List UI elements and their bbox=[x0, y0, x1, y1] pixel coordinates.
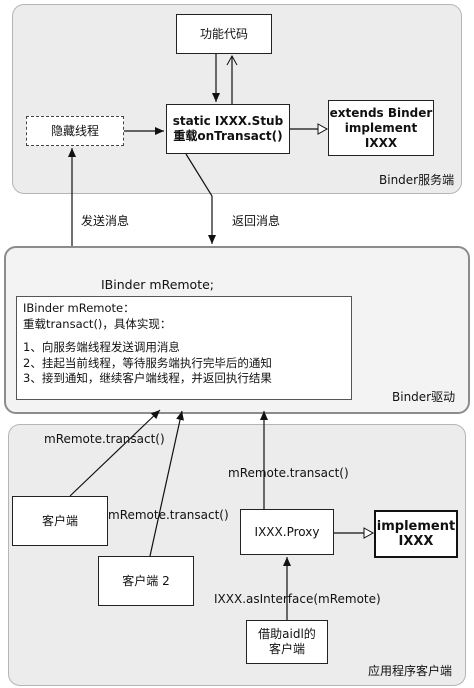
function-code-box: 功能代码 bbox=[176, 14, 272, 54]
stub-line1: static IXXX.Stub bbox=[172, 114, 284, 128]
client-1-box: 客户端 bbox=[12, 496, 108, 546]
ibinder-top-label: IBinder mRemote; bbox=[101, 277, 215, 292]
app-client-label: 应用程序客户端 bbox=[368, 664, 453, 678]
hidden-thread-box: 隐藏线程 bbox=[26, 116, 124, 146]
impl-line: 重载transact()，具体实现： bbox=[23, 316, 172, 331]
proxy-label: IXXX.Proxy bbox=[254, 524, 320, 539]
return-message-label: 返回消息 bbox=[232, 214, 281, 228]
function-code-label: 功能代码 bbox=[199, 26, 248, 41]
client-1-label: 客户端 bbox=[41, 513, 78, 528]
extends-binder-box: extends Binder implement IXXX bbox=[328, 100, 434, 156]
proxy-box: IXXX.Proxy bbox=[240, 509, 334, 555]
binder-driver-label: Binder驱动 bbox=[392, 390, 456, 404]
implement-ixxx-box: implement IXXX bbox=[374, 510, 458, 558]
hidden-thread-label: 隐藏线程 bbox=[50, 123, 99, 138]
send-message-label: 发送消息 bbox=[81, 214, 130, 228]
aidl-client-line2: 客户端 bbox=[268, 642, 305, 656]
aidl-client-line1: 借助aidl的 bbox=[258, 627, 316, 641]
client2-transact-arrow bbox=[149, 410, 184, 557]
implement-line1: implement bbox=[376, 519, 456, 534]
impl-line: 1、向服务端线程发送调用消息 bbox=[23, 340, 180, 354]
aidl-client-box: 借助aidl的 客户端 bbox=[246, 620, 328, 664]
extends-binder-line1: extends Binder bbox=[329, 105, 433, 120]
extends-binder-line2: implement IXXX bbox=[344, 120, 418, 150]
transact-label-proxy: mRemote.transact() bbox=[228, 466, 349, 480]
client1-transact-arrow bbox=[69, 409, 161, 497]
stub-box: static IXXX.Stub 重载onTransact() bbox=[166, 104, 290, 154]
transact-implementation-box: IBinder mRemote： 重载transact()，具体实现： 1、向服… bbox=[16, 296, 352, 400]
transact-label-client2: mRemote.transact() bbox=[108, 508, 229, 522]
return-message-arrow bbox=[185, 153, 216, 244]
binder-server-label: Binder服务端 bbox=[379, 173, 455, 187]
as-interface-label: IXXX.asInterface(mRemote) bbox=[214, 592, 381, 606]
client-2-box: 客户端 2 bbox=[98, 556, 194, 606]
client-2-label: 客户端 2 bbox=[122, 573, 170, 588]
stub-line2: 重载onTransact() bbox=[173, 129, 283, 143]
impl-line: 2、挂起当前线程，等待服务端执行完毕后的通知 bbox=[23, 355, 272, 370]
impl-line: IBinder mRemote： bbox=[23, 301, 135, 315]
transact-label-client1: mRemote.transact() bbox=[44, 432, 165, 446]
implement-line2: IXXX bbox=[398, 534, 434, 549]
impl-line: 3、接到通知，继续客户端线程，并返回执行结果 bbox=[23, 371, 272, 385]
